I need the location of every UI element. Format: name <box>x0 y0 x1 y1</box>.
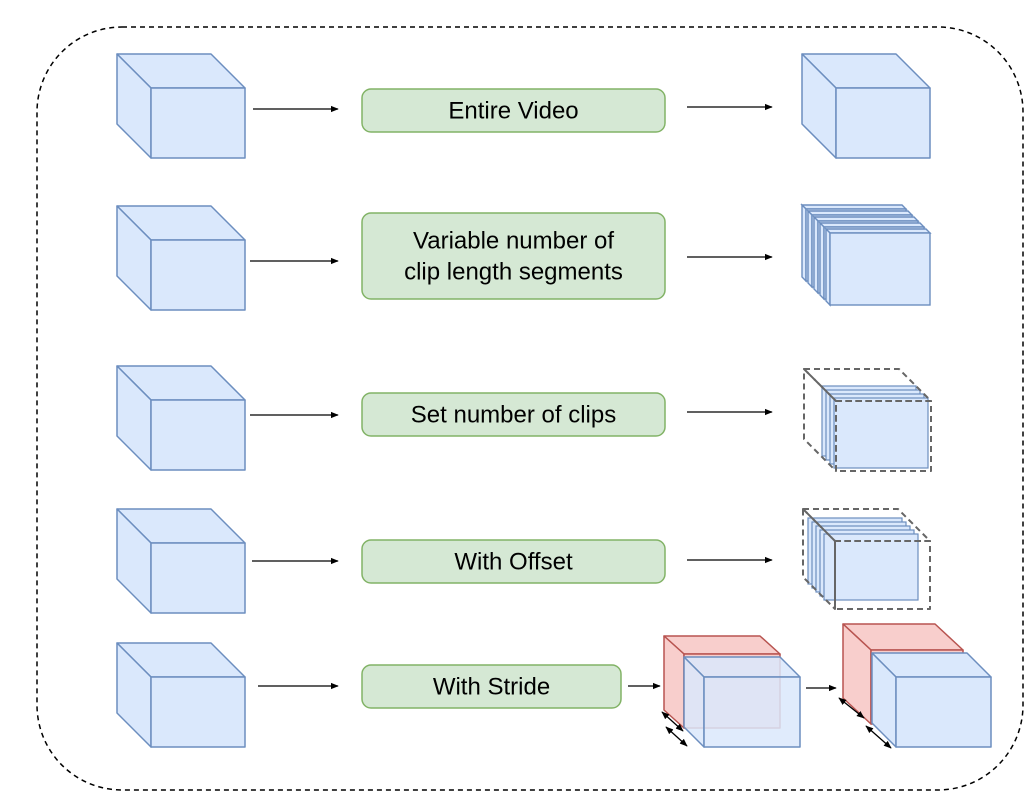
stride-blue-cube <box>683 656 801 748</box>
arrows <box>250 103 837 692</box>
method-label: Entire Video <box>448 98 578 125</box>
input-video-cube-3 <box>116 365 246 471</box>
dashed-clip-cube <box>803 368 932 472</box>
clip-slab <box>833 397 929 469</box>
method-box-with-offset: With Offset <box>361 539 666 584</box>
outer-dashed-frame <box>36 26 1024 791</box>
method-label: Set number of clips <box>411 402 616 429</box>
method-box-with-stride: With Stride <box>361 664 622 709</box>
input-video-cube-1 <box>116 53 246 159</box>
stride-double-arrow <box>865 725 892 749</box>
segment-slab <box>824 227 932 307</box>
input-videos <box>116 53 246 748</box>
output-with-stride-b <box>838 623 992 749</box>
method-box-variable-segments: Variable number of clip length segments <box>361 212 666 300</box>
clip-slab <box>823 533 919 601</box>
method-label: With Offset <box>454 549 573 576</box>
dashed-offset-cube <box>802 508 931 610</box>
output-with-stride-a <box>661 635 801 748</box>
output-clips <box>661 53 992 749</box>
input-video-cube-2 <box>116 205 246 311</box>
method-label: With Stride <box>433 674 550 701</box>
stride-blue-cube <box>871 652 992 748</box>
method-label: Variable number of <box>413 228 614 255</box>
input-video-cube-5 <box>116 642 246 748</box>
method-box-entire-video: Entire Video <box>361 88 666 133</box>
output-segments-stack <box>800 203 932 307</box>
stride-double-arrow <box>838 697 865 719</box>
input-video-cube-4 <box>116 508 246 614</box>
stride-double-arrow <box>665 726 688 747</box>
output-set-clips <box>803 368 932 472</box>
method-label: clip length segments <box>404 259 623 286</box>
output-with-offset <box>802 508 931 610</box>
method-box-set-clips: Set number of clips <box>361 392 666 437</box>
output-entire-video-cube <box>801 53 931 159</box>
